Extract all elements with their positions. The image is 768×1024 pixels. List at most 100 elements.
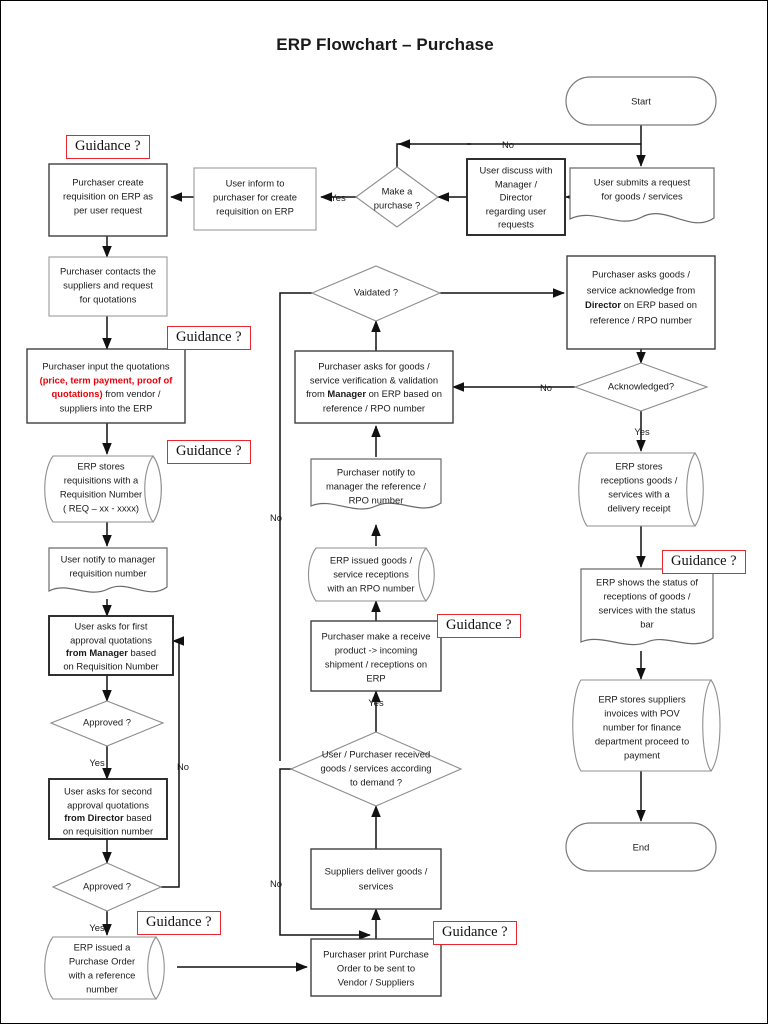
purchaser-print-po-shape bbox=[310, 938, 442, 997]
end-shape bbox=[565, 822, 717, 872]
erp-stores-receptions-line2: receptions goods / bbox=[601, 474, 678, 485]
purchaser-create-line1: Purchaser create bbox=[72, 176, 143, 187]
node-approved-1[interactable]: Approved ? bbox=[49, 700, 165, 747]
page-title: ERP Flowchart – Purchase bbox=[276, 35, 494, 54]
purchaser-notify-line1: Purchaser notify to bbox=[337, 466, 415, 477]
guidance-callout-3[interactable]: Guidance ? bbox=[167, 440, 251, 465]
edge-decision2-no bbox=[161, 636, 185, 888]
second-approval-line2: approval quotations bbox=[67, 799, 149, 810]
guidance-callout-5[interactable]: Guidance ? bbox=[437, 614, 521, 639]
edge-validated-no bbox=[279, 292, 312, 761]
erp-stores-invoices-cap bbox=[710, 679, 721, 772]
purchaser-create-shape bbox=[48, 163, 168, 237]
erp-shows-status-line2: receptions of goods / bbox=[603, 590, 690, 601]
purchaser-asks-ack-line2: service acknowledge from bbox=[587, 284, 696, 295]
user-discuss-line3: Director bbox=[500, 191, 533, 202]
purchaser-input-shape bbox=[26, 348, 186, 424]
node-acknowledged[interactable]: Acknowledged? bbox=[573, 362, 709, 412]
erp-shows-status-shape bbox=[580, 568, 714, 646]
node-erp-issued-goods[interactable]: ERP issued goods / service receptions wi… bbox=[307, 547, 435, 602]
node-start[interactable]: Start bbox=[565, 76, 717, 126]
node-purchaser-print-po[interactable]: Purchaser print Purchase Order to be sen… bbox=[310, 938, 442, 997]
node-purchaser-receive[interactable]: Purchaser make a receive product -> inco… bbox=[310, 620, 442, 692]
purchaser-asks-validation-line3: from Manager on ERP based on bbox=[306, 388, 442, 399]
purchaser-contacts-line3: for quotations bbox=[80, 293, 137, 304]
guidance-callout-4[interactable]: Guidance ? bbox=[137, 911, 221, 936]
purchaser-contacts-shape bbox=[48, 256, 168, 317]
purchaser-receive-line1: Purchaser make a receive bbox=[322, 630, 431, 641]
node-erp-stores-receptions[interactable]: ERP stores receptions goods / services w… bbox=[578, 452, 704, 527]
guidance-callout-7[interactable]: Guidance ? bbox=[662, 550, 746, 575]
purchaser-receive-line4: ERP bbox=[366, 672, 385, 683]
make-purchase-line2: purchase ? bbox=[374, 199, 420, 210]
node-make-purchase[interactable]: Make a purchase ? bbox=[355, 166, 439, 228]
node-erp-stores-requisitions[interactable]: ERP stores requisitions with a Requisiti… bbox=[44, 455, 162, 523]
edge-label-approved2-yes: Yes bbox=[89, 922, 105, 933]
user-discuss-line4: regarding user bbox=[486, 205, 546, 216]
erp-stores-req-cap bbox=[152, 455, 162, 523]
node-suppliers-deliver[interactable]: Suppliers deliver goods / services bbox=[310, 848, 442, 910]
purchaser-receive-shape bbox=[310, 620, 442, 692]
node-purchaser-asks-ack[interactable]: Purchaser asks goods / service acknowled… bbox=[566, 255, 716, 350]
erp-stores-receptions-line1: ERP stores bbox=[615, 460, 663, 471]
received-demand-line1: User / Purchaser received bbox=[322, 748, 430, 759]
node-erp-issued-po[interactable]: ERP issued a Purchase Order with a refer… bbox=[44, 936, 165, 1000]
node-purchaser-contacts[interactable]: Purchaser contacts the suppliers and req… bbox=[48, 256, 168, 317]
purchaser-create-line2: requisition on ERP as bbox=[63, 190, 153, 201]
node-end[interactable]: End bbox=[565, 822, 717, 872]
erp-issued-goods-cap bbox=[425, 547, 435, 602]
purchaser-input-line1: Purchaser input the quotations bbox=[42, 360, 169, 371]
node-received-demand[interactable]: User / Purchaser received goods / servic… bbox=[289, 731, 463, 807]
edge-decision-no bbox=[396, 143, 641, 167]
node-purchaser-asks-validation[interactable]: Purchaser asks for goods / service verif… bbox=[294, 350, 454, 424]
edge-label-acknowledged-yes: Yes bbox=[634, 426, 650, 437]
second-approval-shape bbox=[48, 778, 168, 840]
node-purchaser-create[interactable]: Purchaser create requisition on ERP as p… bbox=[48, 163, 168, 237]
erp-stores-req-line4: ( REQ – xx - xxxx) bbox=[63, 502, 139, 513]
purchaser-receive-line2: product -> incoming bbox=[335, 644, 418, 655]
edge-label-approved2-no: No bbox=[177, 761, 189, 772]
edge-label-make-purchase-no: No bbox=[502, 139, 514, 150]
node-purchaser-input[interactable]: Purchaser input the quotations (price, t… bbox=[26, 348, 186, 424]
erp-stores-invoices-line1: ERP stores suppliers bbox=[598, 693, 686, 704]
edge-label-received-yes: Yes bbox=[368, 697, 384, 708]
make-purchase-line1: Make a bbox=[382, 185, 414, 196]
guidance-callout-1[interactable]: Guidance ? bbox=[66, 135, 150, 160]
acknowledged-label: Acknowledged? bbox=[608, 380, 674, 391]
node-user-inform[interactable]: User inform to purchaser for create requ… bbox=[193, 167, 317, 231]
erp-issued-goods-line1: ERP issued goods / bbox=[330, 554, 413, 565]
node-purchaser-notify[interactable]: Purchaser notify to manager the referenc… bbox=[310, 458, 442, 510]
erp-issued-po-line1: ERP issued a bbox=[74, 941, 131, 952]
erp-issued-po-line3: with a reference bbox=[68, 969, 136, 980]
approved1-label: Approved ? bbox=[83, 716, 131, 727]
purchaser-input-line2: (price, term payment, proof of bbox=[40, 374, 174, 385]
node-erp-shows-status[interactable]: ERP shows the status of receptions of go… bbox=[580, 568, 714, 646]
user-discuss-line1: User discuss with bbox=[480, 164, 553, 175]
received-demand-line3: to demand ? bbox=[350, 776, 402, 787]
user-discuss-line2: Manager / bbox=[495, 178, 538, 189]
node-validated[interactable]: Vaidated ? bbox=[310, 265, 442, 322]
purchaser-asks-validation-line4: reference / RPO number bbox=[323, 402, 425, 413]
edge-label-validated-no: No bbox=[270, 512, 282, 523]
edge-layer bbox=[102, 125, 646, 972]
erp-stores-receptions-cap bbox=[694, 452, 704, 527]
suppliers-deliver-shape bbox=[310, 848, 442, 910]
end-label: End bbox=[633, 841, 650, 852]
user-notify-line1: User notify to manager bbox=[61, 553, 156, 564]
user-inform-line3: requisition on ERP bbox=[216, 205, 294, 216]
user-discuss-line5: requests bbox=[498, 218, 534, 229]
node-user-notify-manager[interactable]: User notify to manager requisition numbe… bbox=[48, 547, 168, 593]
erp-stores-req-line3: Requisition Number bbox=[60, 488, 142, 499]
node-second-approval[interactable]: User asks for second approval quotations… bbox=[48, 778, 168, 840]
node-approved-2[interactable]: Approved ? bbox=[51, 862, 163, 912]
edge-label-received-no: No bbox=[270, 878, 282, 889]
node-first-approval[interactable]: User asks for first approval quotations … bbox=[48, 615, 174, 676]
node-user-submits[interactable]: User submits a request for goods / servi… bbox=[569, 167, 715, 224]
node-erp-stores-invoices[interactable]: ERP stores suppliers invoices with POV n… bbox=[572, 679, 721, 772]
guidance-callout-2[interactable]: Guidance ? bbox=[167, 326, 251, 351]
suppliers-deliver-line1: Suppliers deliver goods / bbox=[325, 865, 428, 876]
node-user-discuss[interactable]: User discuss with Manager / Director reg… bbox=[466, 158, 566, 236]
guidance-callout-6[interactable]: Guidance ? bbox=[433, 921, 517, 946]
purchaser-print-po-line2: Order to be sent to bbox=[337, 962, 415, 973]
